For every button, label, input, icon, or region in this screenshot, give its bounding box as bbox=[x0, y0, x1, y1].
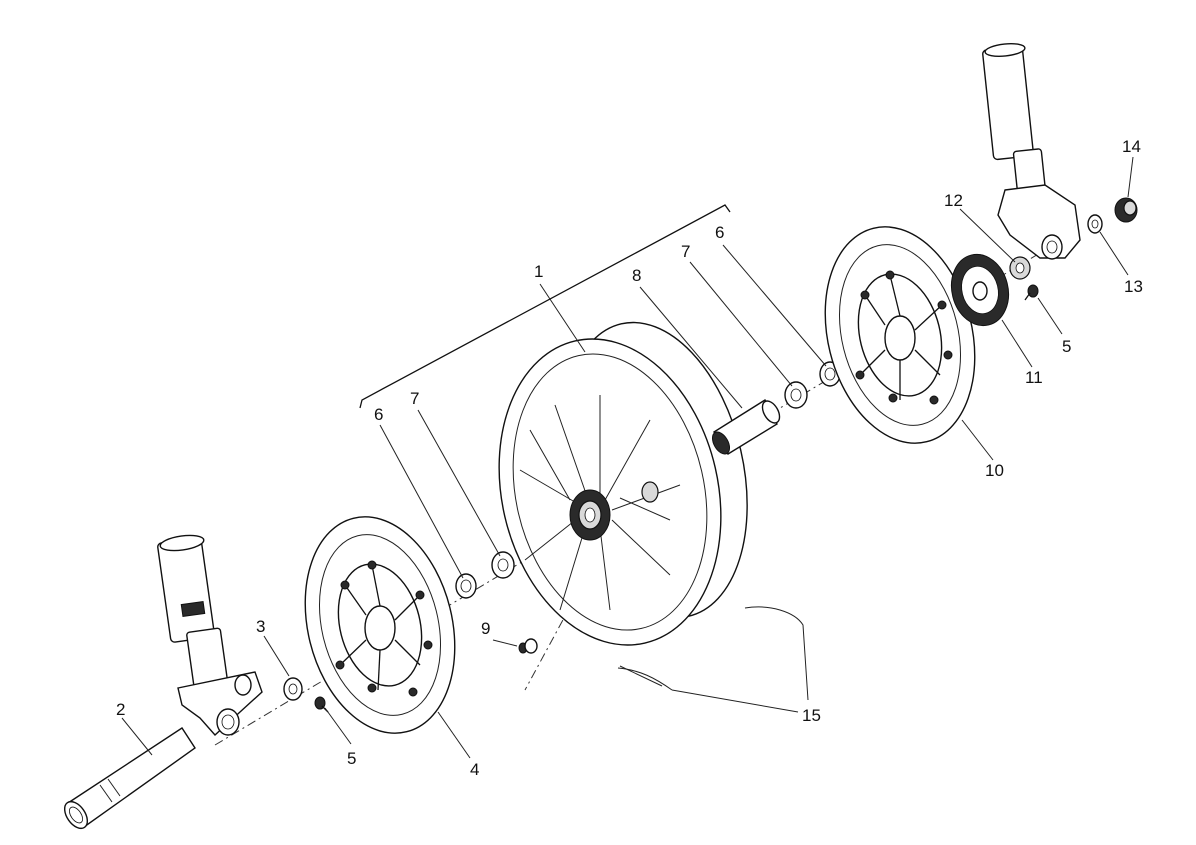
wheel-spokes bbox=[519, 395, 681, 611]
label-part-7-right: 7 bbox=[681, 242, 690, 261]
left-brake-disc bbox=[304, 516, 456, 734]
left-seal bbox=[455, 573, 477, 599]
leader-lines bbox=[121, 156, 1134, 759]
wheel-hub bbox=[569, 489, 611, 541]
assembly-bracket bbox=[359, 204, 731, 409]
wheel-spindle bbox=[63, 727, 196, 830]
washer bbox=[1087, 214, 1103, 234]
tyre-valve bbox=[518, 638, 538, 654]
label-part-14: 14 bbox=[1122, 137, 1141, 156]
left-bearing bbox=[491, 551, 515, 579]
label-part-2: 2 bbox=[116, 700, 125, 719]
axle-nut bbox=[1114, 197, 1138, 223]
sensor-ring bbox=[950, 253, 1010, 327]
left-spacer bbox=[283, 677, 303, 701]
label-part-15: 15 bbox=[802, 706, 821, 725]
label-part-5-left: 5 bbox=[347, 749, 356, 768]
label-part-9: 9 bbox=[481, 619, 490, 638]
right-ring-screw bbox=[1024, 284, 1039, 301]
label-part-4: 4 bbox=[470, 760, 479, 779]
right-disc-spokes bbox=[859, 274, 943, 400]
right-fork-leg bbox=[982, 42, 1081, 260]
label-part-12: 12 bbox=[944, 191, 963, 210]
label-part-6-right: 6 bbox=[715, 223, 724, 242]
right-disc-bolts bbox=[855, 270, 953, 405]
left-disc-bolts bbox=[335, 560, 433, 697]
wheel-rim bbox=[498, 321, 748, 646]
label-part-3: 3 bbox=[256, 617, 265, 636]
right-bearing bbox=[784, 381, 808, 409]
label-part-6-left: 6 bbox=[374, 405, 383, 424]
label-part-13: 13 bbox=[1124, 277, 1143, 296]
label-part-11: 11 bbox=[1025, 368, 1043, 387]
right-brake-disc bbox=[824, 226, 976, 444]
left-fork-leg bbox=[157, 534, 263, 736]
label-part-5-right: 5 bbox=[1062, 337, 1071, 356]
part-labels: 1 2 3 4 5 5 6 6 7 7 8 9 10 11 12 13 14 1… bbox=[116, 137, 1143, 779]
right-spacer bbox=[1009, 256, 1031, 280]
left-disc-screw bbox=[314, 696, 329, 713]
label-part-8: 8 bbox=[632, 266, 641, 285]
left-disc-spokes bbox=[339, 564, 421, 691]
label-part-7-left: 7 bbox=[410, 389, 419, 408]
label-part-10: 10 bbox=[985, 461, 1004, 480]
label-part-1: 1 bbox=[534, 262, 543, 281]
valve-wire bbox=[617, 606, 809, 701]
hub-spacer bbox=[711, 398, 781, 455]
